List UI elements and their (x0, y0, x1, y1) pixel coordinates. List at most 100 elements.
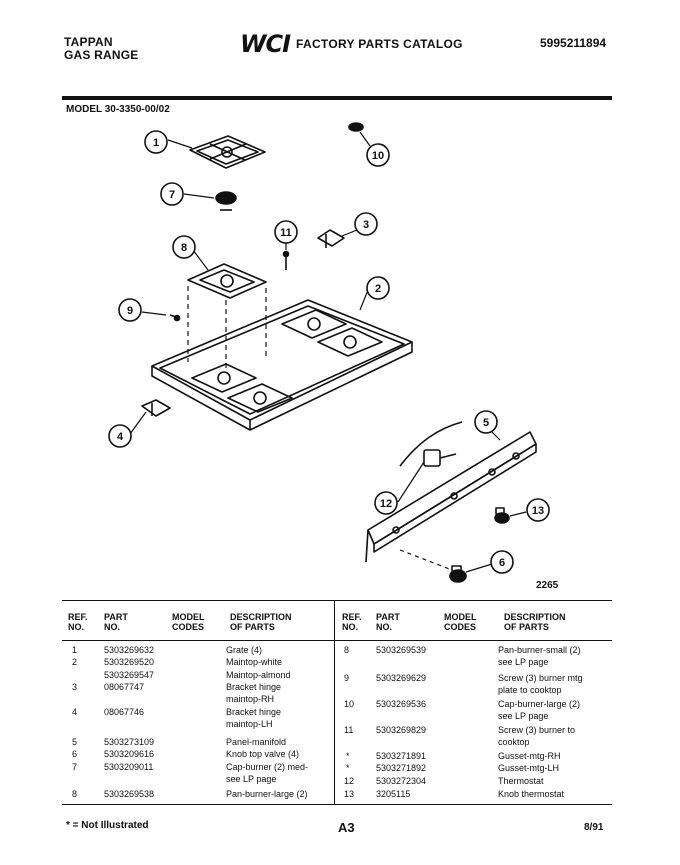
ref-number: 3 (72, 681, 78, 692)
callout-6: 6 (490, 550, 514, 574)
bracket-hinge-lh-part (141, 399, 171, 417)
ref-number: 11 (344, 725, 354, 735)
ref-number: 8 (344, 645, 350, 655)
screw-small-part (169, 314, 181, 322)
exploded-parts-diagram: 1 10 7 3 11 8 9 2 4 5 12 13 6 (108, 122, 550, 583)
part-description: Panel-manifold (226, 737, 287, 747)
part-description: see LP page (498, 711, 549, 722)
part-number: 5303271892 (376, 763, 427, 774)
ref-number: 6 (72, 749, 78, 760)
part-description: Cap-burner-large (2) (498, 699, 581, 709)
table-top-rule (62, 600, 612, 601)
burner-pan-part (187, 263, 267, 299)
part-description: see LP page (498, 657, 549, 668)
part-description: Gusset-mtg-LH (498, 763, 560, 774)
panel-manifold-part (365, 431, 537, 563)
header-ref: REF.NO. (68, 612, 88, 632)
header-ref-right: REF.NO. (342, 612, 362, 632)
part-number: 5303209616 (104, 749, 155, 760)
brand-name: TAPPAN (64, 35, 113, 49)
ref-number: 8 (72, 789, 78, 799)
table-bottom-rule (62, 804, 612, 805)
catalog-header: WCI FACTORY PARTS CATALOG (240, 30, 463, 58)
part-description: Screw (3) burner to (498, 725, 576, 735)
ref-number: 9 (344, 673, 350, 683)
part-description: Pan-burner-small (2) (498, 645, 581, 655)
wci-logo: WCI (240, 30, 291, 58)
ref-number: 12 (344, 775, 355, 786)
part-description: Maintop-almond (226, 669, 291, 680)
header-rule (62, 96, 612, 100)
part-description: Knob thermostat (498, 789, 565, 799)
product-type: GAS RANGE (64, 48, 139, 62)
part-description: Grate (4) (226, 645, 263, 655)
svg-text:12: 12 (380, 498, 392, 510)
ref-number: 7 (72, 761, 78, 772)
page-number: A3 (338, 820, 355, 835)
callout-12: 12 (374, 491, 398, 515)
part-number: 5303272304 (376, 775, 427, 786)
thermostat-part (399, 421, 463, 467)
table-header-rule (62, 640, 612, 641)
part-description: Pan-burner-large (2) (226, 789, 308, 799)
part-number: 08067746 (104, 706, 145, 717)
part-description: Gusset-mtg-RH (498, 751, 561, 761)
table-row: 1 (72, 645, 78, 655)
part-number: 5303269547 (104, 669, 155, 680)
svg-text:13: 13 (532, 505, 544, 517)
figure-number: 2265 (536, 580, 559, 591)
ref-number: 2 (72, 657, 78, 668)
callout-8: 8 (172, 235, 196, 259)
callout-1: 1 (144, 130, 168, 154)
bracket-hinge-rh-part (317, 229, 345, 248)
svg-text:3: 3 (363, 219, 369, 231)
part-number: 5303269538 (104, 789, 155, 799)
svg-text:10: 10 (372, 150, 384, 162)
ref-number: 13 (344, 789, 355, 799)
part-number: 5303269536 (376, 699, 427, 709)
knob-top-valve-part (399, 549, 467, 583)
part-number: 5303209011 (104, 761, 154, 772)
callout-13: 13 (526, 498, 550, 522)
part-description: maintop-RH (226, 694, 275, 705)
svg-text:11: 11 (280, 227, 292, 239)
burner-cap-part (348, 122, 364, 132)
part-number: 5303271891 (376, 751, 427, 761)
part-description: Maintop-white (226, 657, 283, 668)
callout-4: 4 (108, 424, 132, 448)
part-description: Thermostat (498, 775, 544, 786)
part-number: 5303269629 (376, 673, 427, 683)
part-number: 3205115 (376, 789, 411, 799)
svg-text:9: 9 (127, 305, 133, 317)
ref-number: 4 (72, 706, 78, 717)
callout-10: 10 (366, 143, 390, 167)
maintop-part (151, 299, 413, 431)
svg-text:8: 8 (181, 242, 187, 254)
screw-part (282, 250, 290, 270)
part-number: 08067747 (104, 681, 145, 692)
catalog-title: FACTORY PARTS CATALOG (296, 37, 463, 51)
callout-7: 7 (160, 182, 184, 206)
ref-number: * (346, 751, 350, 761)
svg-text:1: 1 (153, 137, 159, 149)
svg-text:4: 4 (117, 431, 124, 443)
part-description: maintop-LH (226, 718, 273, 729)
part-description: plate to cooktop (498, 685, 562, 696)
part-number: 5303269632 (104, 645, 155, 655)
revision-date: 8/91 (584, 822, 604, 833)
part-number: 5303269829 (376, 725, 427, 735)
svg-text:5: 5 (483, 417, 489, 429)
part-description: Screw (3) burner mtg (498, 673, 583, 683)
callout-3: 3 (354, 212, 378, 236)
part-description: Bracket hinge (226, 706, 282, 717)
ref-number: 5 (72, 737, 78, 747)
callout-2: 2 (366, 276, 390, 300)
knob-thermostat-part (494, 507, 510, 524)
grate-part (189, 135, 266, 169)
part-description: Bracket hinge (226, 681, 282, 692)
